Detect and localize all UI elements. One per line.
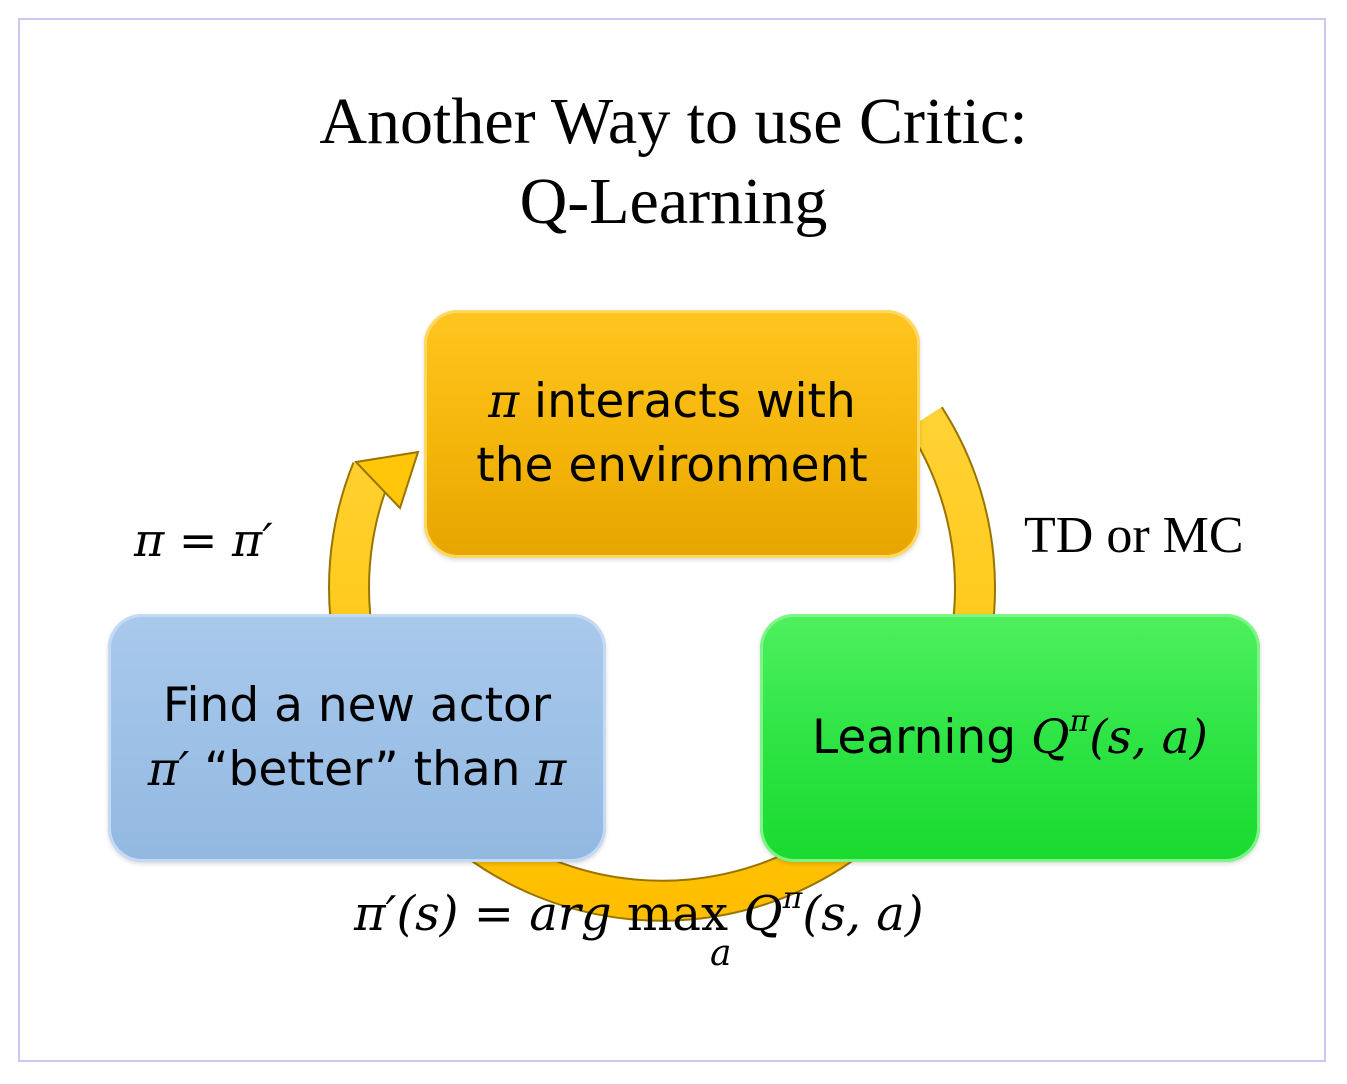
- argmax-lhs: π′(s) =: [354, 886, 530, 942]
- interact-environment-box: π interacts with the environment: [424, 310, 920, 558]
- title-line-2: Q-Learning: [519, 165, 828, 238]
- find-actor-line-2: π′ “better” than π: [148, 738, 567, 802]
- argmax-args: (s, a): [802, 886, 924, 942]
- pi-prime-symbol: π′: [147, 742, 190, 797]
- td-or-mc-label: TD or MC: [1024, 507, 1244, 564]
- find-new-actor-box: Find a new actor π′ “better” than π: [108, 614, 606, 862]
- argmax-q-superscript: π: [782, 881, 803, 916]
- interact-line-1: π interacts with: [476, 370, 867, 434]
- better-than-text: “better” than: [189, 742, 536, 797]
- pi-symbol: π: [488, 374, 520, 429]
- cycle-arrow-head: [353, 450, 420, 510]
- q-arguments: (s, a): [1089, 710, 1208, 765]
- find-actor-line-1: Find a new actor: [162, 678, 552, 733]
- pi-symbol-left: π: [535, 742, 567, 797]
- interact-line-2: the environment: [476, 438, 868, 493]
- learning-q-text: Learning Qπ(s, a): [812, 706, 1208, 770]
- argmax-arg: arg: [529, 886, 612, 942]
- q-symbol: Q: [1031, 710, 1070, 765]
- interact-text: interacts with: [519, 374, 856, 429]
- learning-q-box: Learning Qπ(s, a): [760, 614, 1260, 862]
- argmax-q: Q: [743, 886, 783, 942]
- policy-update-label: π = π′: [134, 513, 273, 567]
- slide-title: Another Way to use Critic: Q-Learning: [0, 82, 1347, 242]
- learning-label: Learning: [812, 710, 1031, 765]
- argmax-subscript: a: [710, 933, 732, 974]
- q-superscript: π: [1069, 704, 1090, 739]
- argmax-max: max: [611, 886, 744, 942]
- argmax-formula: π′(s) = arg max Qπ(s, a): [354, 882, 924, 946]
- title-line-1: Another Way to use Critic:: [319, 85, 1028, 158]
